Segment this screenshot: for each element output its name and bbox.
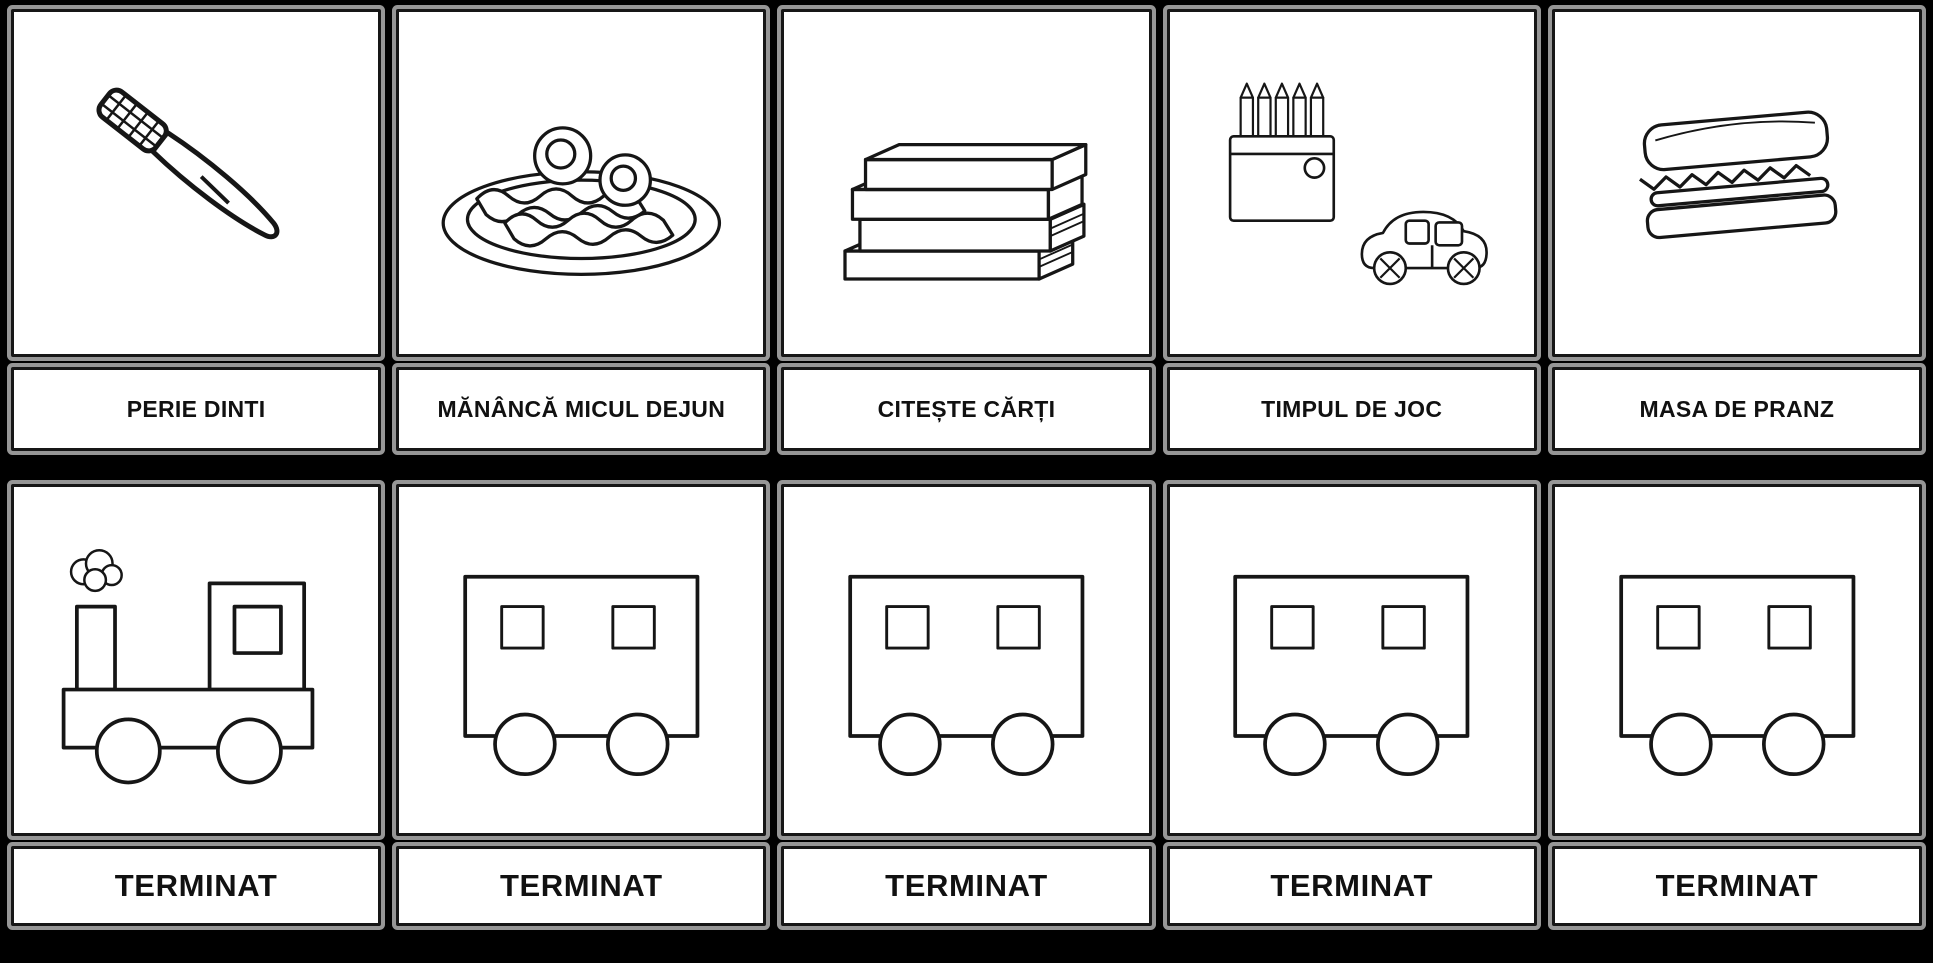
done-label-box: TERMINAT xyxy=(781,846,1152,926)
done-label-box: TERMINAT xyxy=(1166,846,1537,926)
activity-label-box: MASA DE PRANZ xyxy=(1551,367,1922,451)
done-card-wagon: TERMINAT xyxy=(396,484,767,926)
activity-card-playtime: TIMPUL DE JOC xyxy=(1166,9,1537,451)
done-label: TERMINAT xyxy=(114,868,278,903)
train-wagon-drawing xyxy=(848,575,1085,777)
activity-label-box: TIMPUL DE JOC xyxy=(1166,367,1537,451)
done-label: TERMINAT xyxy=(1270,868,1434,903)
crayons-and-car-icon xyxy=(1166,9,1537,357)
activity-card-read-books: CITEȘTE CĂRȚI xyxy=(781,9,1152,451)
done-card-wagon: TERMINAT xyxy=(781,484,1152,926)
done-label: TERMINAT xyxy=(885,868,1048,903)
train-wagon-drawing xyxy=(1618,575,1855,777)
activity-label: TIMPUL DE JOC xyxy=(1261,395,1443,422)
toothbrush-icon xyxy=(11,9,382,357)
done-row: TERMINAT TERMINAT xyxy=(11,484,1922,926)
activity-label: MĂNÂNCĂ MICUL DEJUN xyxy=(437,395,726,422)
done-label-box: TERMINAT xyxy=(396,846,767,926)
playtime-drawing xyxy=(1229,82,1489,286)
done-label-box: TERMINAT xyxy=(1551,846,1922,926)
activity-card-lunch: MASA DE PRANZ xyxy=(1551,9,1922,451)
activity-label-box: CITEȘTE CĂRȚI xyxy=(781,367,1152,451)
train-wagon-icon xyxy=(1551,484,1922,836)
breakfast-drawing xyxy=(441,126,722,277)
books-stack-icon xyxy=(781,9,1152,357)
activity-label-box: PERIE DINTI xyxy=(11,367,382,451)
train-wagon-icon xyxy=(396,484,767,836)
done-card-wagon: TERMINAT xyxy=(1166,484,1537,926)
books-drawing xyxy=(843,143,1088,281)
activity-card-brush-teeth: PERIE DINTI xyxy=(11,9,382,451)
sandwich-icon xyxy=(1551,9,1922,357)
train-wagon-icon xyxy=(781,484,1152,836)
train-engine-drawing xyxy=(61,549,315,785)
train-engine-icon xyxy=(11,484,382,836)
done-label: TERMINAT xyxy=(1655,868,1819,903)
activity-row: PERIE DINTI xyxy=(11,9,1922,451)
done-card-engine: TERMINAT xyxy=(11,484,382,926)
breakfast-plate-icon xyxy=(396,9,767,357)
activity-label: PERIE DINTI xyxy=(126,395,266,422)
toothbrush-drawing xyxy=(96,87,280,240)
sandwich-drawing xyxy=(1638,110,1837,240)
train-wagon-icon xyxy=(1166,484,1537,836)
done-label-box: TERMINAT xyxy=(11,846,382,926)
activity-label: MASA DE PRANZ xyxy=(1639,395,1835,422)
row-divider xyxy=(11,451,1922,484)
done-card-wagon: TERMINAT xyxy=(1551,484,1922,926)
train-wagon-drawing xyxy=(463,575,700,777)
done-label: TERMINAT xyxy=(499,868,663,903)
activity-label-box: MĂNÂNCĂ MICUL DEJUN xyxy=(396,367,767,451)
activity-label: CITEȘTE CĂRȚI xyxy=(877,395,1056,422)
activity-card-breakfast: MĂNÂNCĂ MICUL DEJUN xyxy=(396,9,767,451)
train-wagon-drawing xyxy=(1233,575,1470,777)
